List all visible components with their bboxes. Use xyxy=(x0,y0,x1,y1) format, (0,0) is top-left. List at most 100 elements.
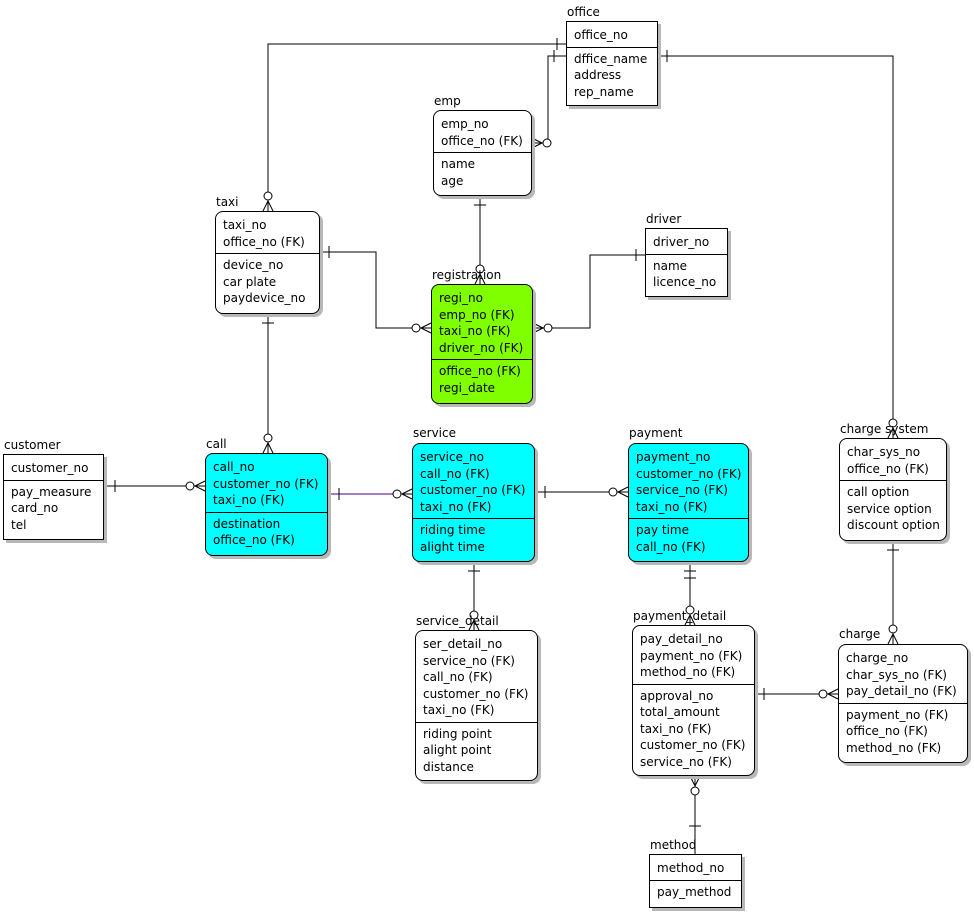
attribute: office_no (FK) xyxy=(223,234,305,249)
registration-attribute-section: office_no (FK) regi_date xyxy=(432,360,532,396)
driver-registration-optional-circle xyxy=(543,323,553,333)
customer-attribute-section: pay_measure card_no tel xyxy=(4,481,103,534)
attribute: pay_method xyxy=(657,884,732,899)
call-service-optional-circle xyxy=(392,489,402,499)
method-entity[interactable]: method_no pay_method xyxy=(649,854,742,908)
registration-key-section: regi_no emp_no (FK) taxi_no (FK) driver_… xyxy=(432,285,532,360)
office-taxi-crowfoot xyxy=(262,200,274,212)
driver-key-section: driver_no xyxy=(646,229,727,255)
emp-title: emp xyxy=(434,94,461,108)
attribute: age xyxy=(441,173,464,188)
customer-call-crowfoot xyxy=(194,480,206,492)
attribute: method_no (FK) xyxy=(846,740,942,755)
attribute: alight point xyxy=(423,743,492,757)
attribute: method_no xyxy=(657,861,725,875)
taxi-title: taxi xyxy=(216,195,239,209)
customer-entity[interactable]: customer_no pay_measure card_no tel xyxy=(3,454,104,540)
call-entity[interactable]: call_no customer_no (FK) taxi_no (FK) de… xyxy=(205,453,328,556)
attribute: customer_no (FK) xyxy=(636,466,742,481)
payment-detail-key-section: pay_detail_no payment_no (FK) method_no … xyxy=(633,626,754,685)
attribute: riding time xyxy=(420,523,486,537)
attribute: office_no xyxy=(574,28,628,42)
attribute: office_no (FK) xyxy=(439,364,521,378)
attribute: distance xyxy=(423,759,474,774)
office-attribute-section: dffice_name address rep_name xyxy=(567,48,657,101)
driver-attribute-section: name licence_no xyxy=(646,255,727,291)
paymentdetail-charge-optional-circle xyxy=(818,689,828,699)
customer-title: customer xyxy=(4,438,61,452)
attribute: riding point xyxy=(423,726,492,741)
attribute: service_no (FK) xyxy=(636,483,728,497)
attribute: pay_detail_no (FK) xyxy=(846,684,957,698)
office-chargesystem-optional-circle xyxy=(888,418,898,428)
office-chargesystem-line xyxy=(658,55,894,438)
attribute: payment_no (FK) xyxy=(640,648,743,663)
service-detail-title: service_detail xyxy=(416,614,499,628)
attribute: name xyxy=(653,258,688,273)
charge-system-attribute-section: call option service option discount opti… xyxy=(840,481,946,534)
attribute: call_no (FK) xyxy=(420,466,490,481)
payment-entity[interactable]: payment_no customer_no (FK) service_no (… xyxy=(628,443,749,562)
attribute: regi_no xyxy=(439,291,483,305)
attribute: car plate xyxy=(223,274,277,289)
attribute: destination xyxy=(213,516,281,531)
attribute: char_sys_no (FK) xyxy=(846,667,947,682)
attribute: discount option xyxy=(847,518,940,532)
attribute: emp_no (FK) xyxy=(439,307,515,322)
emp-entity[interactable]: emp_no office_no (FK) name age xyxy=(433,110,532,196)
office-emp-line xyxy=(532,55,566,144)
payment-detail-attribute-section: approval_no total_amount taxi_no (FK) cu… xyxy=(633,685,754,771)
attribute: method_no (FK) xyxy=(640,665,736,679)
office-entity[interactable]: office_no dffice_name address rep_name xyxy=(566,21,658,106)
taxi-attribute-section: device_no car plate paydevice_no xyxy=(216,254,319,307)
taxi-key-section: taxi_no office_no (FK) xyxy=(216,212,319,254)
attribute: taxi_no xyxy=(223,218,267,232)
attribute: pay_detail_no xyxy=(640,632,723,646)
attribute: call_no xyxy=(213,460,255,474)
office-taxi-optional-circle xyxy=(263,191,273,201)
attribute: customer_no (FK) xyxy=(423,686,529,701)
service-entity[interactable]: service_no call_no (FK) customer_no (FK)… xyxy=(412,443,535,562)
taxi-registration-optional-circle xyxy=(411,323,421,333)
office-emp-crowfoot xyxy=(531,137,543,149)
service-attribute-section: riding time alight time xyxy=(413,519,534,555)
driver-registration-line xyxy=(533,254,645,329)
driver-registration-crowfoot xyxy=(532,322,544,334)
service-payment-optional-circle xyxy=(608,487,618,497)
attribute: charge_no xyxy=(846,651,909,665)
driver-title: driver xyxy=(646,212,682,226)
attribute: payment_no (FK) xyxy=(846,707,949,722)
registration-entity[interactable]: regi_no emp_no (FK) taxi_no (FK) driver_… xyxy=(431,284,533,404)
attribute: service_no (FK) xyxy=(640,754,732,769)
taxi-call-optional-circle xyxy=(263,433,273,443)
attribute: emp_no xyxy=(441,117,489,131)
charge-system-entity[interactable]: char_sys_no office_no (FK) call option s… xyxy=(839,438,947,541)
taxi-entity[interactable]: taxi_no office_no (FK) device_no car pla… xyxy=(215,211,320,314)
attribute: driver_no xyxy=(653,235,710,249)
attribute: call_no (FK) xyxy=(423,670,493,684)
paymentdetail-charge-crowfoot xyxy=(827,688,839,700)
attribute: pay_measure xyxy=(11,484,92,499)
attribute: driver_no (FK) xyxy=(439,340,524,355)
service-payment-crowfoot xyxy=(617,486,629,498)
method-title: method xyxy=(650,838,697,852)
service-title: service xyxy=(413,426,456,440)
payment-detail-entity[interactable]: pay_detail_no payment_no (FK) method_no … xyxy=(632,625,755,776)
driver-entity[interactable]: driver_no name licence_no xyxy=(645,228,728,297)
service-key-section: service_no call_no (FK) customer_no (FK)… xyxy=(413,444,534,519)
attribute: taxi_no (FK) xyxy=(420,499,492,514)
charge-title: charge xyxy=(839,627,881,641)
service-detail-entity[interactable]: ser_detail_no service_no (FK) call_no (F… xyxy=(415,630,538,781)
attribute: payment_no xyxy=(636,450,711,464)
charge-entity[interactable]: charge_no char_sys_no (FK) pay_detail_no… xyxy=(838,644,968,763)
chargesystem-charge-crowfoot xyxy=(887,633,899,645)
service-servicedetail-crowfoot xyxy=(468,619,480,631)
attribute: taxi_no (FK) xyxy=(213,493,285,507)
attribute: total_amount xyxy=(640,705,720,719)
attribute: customer_no xyxy=(11,461,89,475)
charge-attribute-section: payment_no (FK) office_no (FK) method_no… xyxy=(839,704,967,757)
attribute: alight time xyxy=(420,539,485,554)
emp-key-section: emp_no office_no (FK) xyxy=(434,111,531,153)
chargesystem-charge-optional-circle xyxy=(888,624,898,634)
